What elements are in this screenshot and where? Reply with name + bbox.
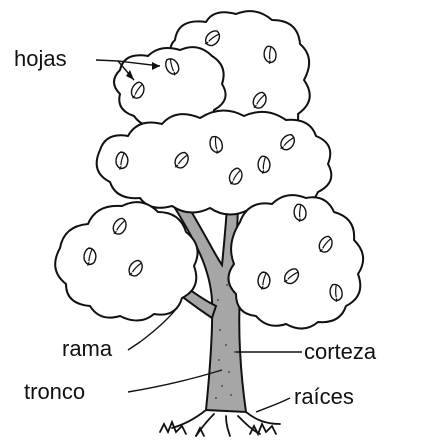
label-corteza: corteza — [304, 341, 376, 363]
label-hojas: hojas — [14, 48, 67, 70]
label-tronco: tronco — [24, 381, 85, 403]
roots — [160, 410, 280, 436]
label-rama: rama — [62, 338, 112, 360]
label-raices: raíces — [294, 386, 354, 408]
